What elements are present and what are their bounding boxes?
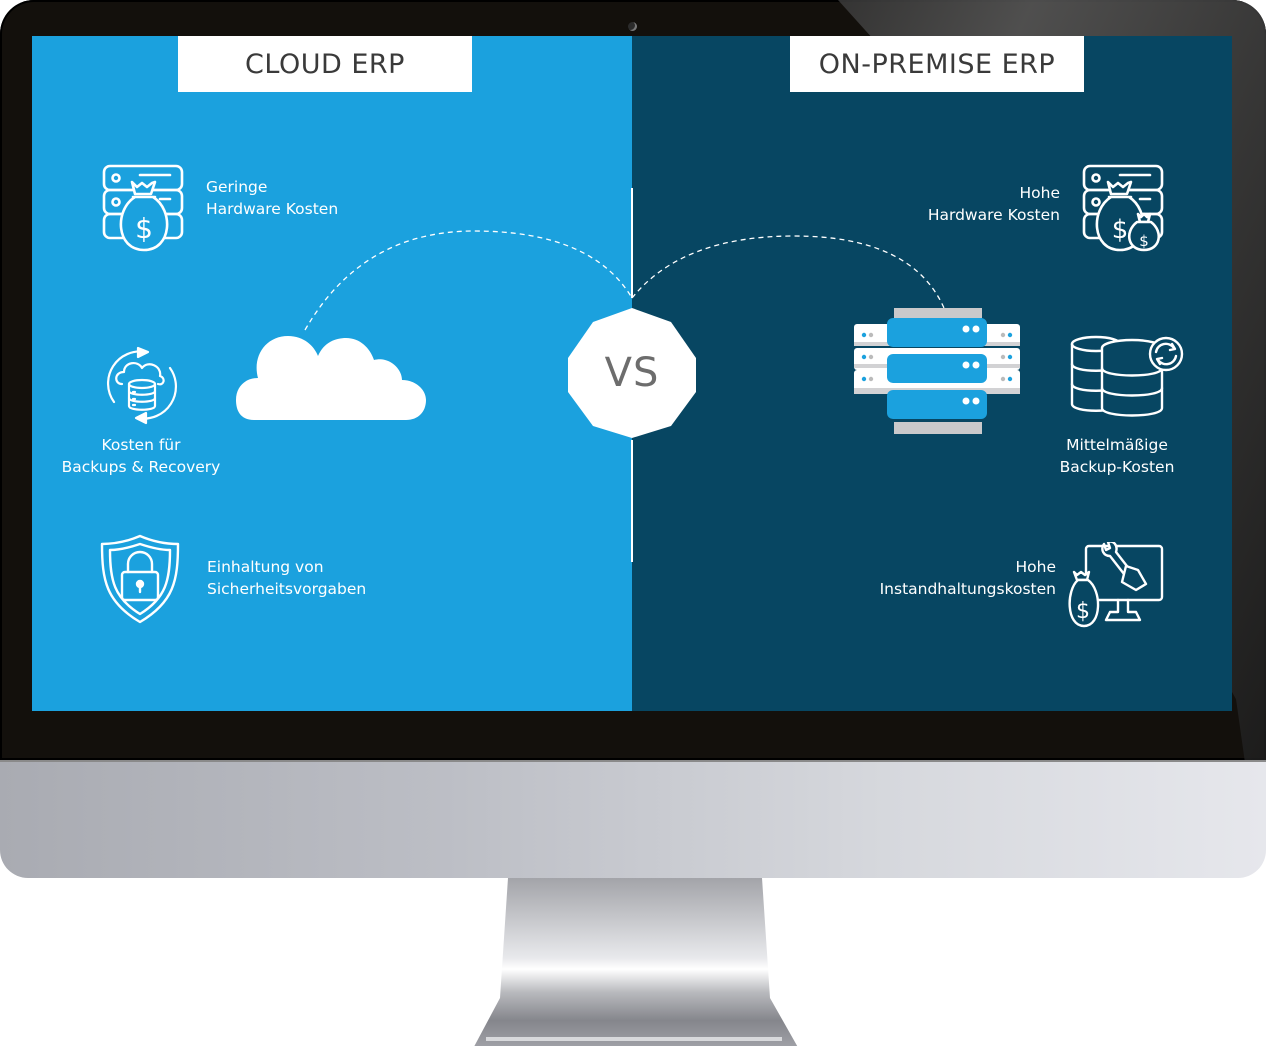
- cloud-item-security: Einhaltung von Sicherheitsvorgaben: [207, 556, 366, 600]
- vs-label: VS: [604, 350, 660, 396]
- vs-badge: [568, 308, 696, 438]
- cloud-arc: [304, 230, 633, 331]
- cloud-item-backup-line1: Kosten für: [101, 436, 181, 454]
- premise-item-backup-line1: Mittelmäßige: [1066, 436, 1168, 454]
- server-arc: [631, 235, 945, 309]
- svg-text:$: $: [1139, 232, 1149, 250]
- monitor-screen: CLOUD ERP ON-PREMISE ERP $ Geringe Hardw…: [32, 36, 1232, 711]
- premise-item-backup: Mittelmäßige Backup-Kosten: [1034, 434, 1200, 478]
- on-premise-erp-title: ON-PREMISE ERP: [790, 36, 1084, 92]
- server-rack-icon: [854, 308, 1020, 434]
- cloud-erp-title-text: CLOUD ERP: [245, 48, 405, 80]
- svg-text:$: $: [1076, 599, 1090, 624]
- divider-top: [631, 188, 633, 298]
- monitor-chin: [0, 760, 1266, 878]
- divider-bottom: [631, 440, 633, 562]
- cloud-database-sync-icon: [107, 346, 177, 425]
- on-premise-erp-title-text: ON-PREMISE ERP: [818, 48, 1056, 80]
- svg-text:$: $: [1112, 215, 1129, 245]
- cloud-item-security-line1: Einhaltung von: [207, 558, 324, 576]
- cloud-item-backup-line2: Backups & Recovery: [61, 458, 221, 476]
- database-sync-icon: [1070, 335, 1184, 417]
- premise-item-backup-line2: Backup-Kosten: [1059, 458, 1175, 476]
- premise-item-maintenance: Hohe Instandhaltungskosten: [832, 556, 1056, 600]
- monitor-stand: [474, 878, 798, 1046]
- cloud-icon: [236, 336, 426, 420]
- shield-lock-icon: [100, 534, 180, 624]
- premise-item-hardware: Hohe Hardware Kosten: [860, 182, 1060, 226]
- premise-item-maintenance-line1: Hohe: [1015, 558, 1057, 576]
- camera-icon: [628, 22, 637, 31]
- premise-item-maintenance-line2: Instandhaltungskosten: [879, 580, 1056, 598]
- svg-text:$: $: [135, 212, 153, 245]
- cloud-item-hardware-line1: Geringe: [206, 178, 268, 196]
- server-money-bag-icon: $: [102, 164, 184, 252]
- premise-item-hardware-line2: Hardware Kosten: [927, 206, 1060, 224]
- server-money-bags-icon: $ $: [1082, 164, 1164, 252]
- cloud-item-hardware: Geringe Hardware Kosten: [206, 176, 338, 220]
- maintenance-money-icon: $: [1068, 542, 1164, 628]
- cloud-item-hardware-line2: Hardware Kosten: [206, 200, 339, 218]
- premise-item-hardware-line1: Hohe: [1019, 184, 1061, 202]
- cloud-item-backup: Kosten für Backups & Recovery: [48, 434, 234, 478]
- cloud-item-security-line2: Sicherheitsvorgaben: [207, 580, 367, 598]
- connector-arcs: [304, 230, 945, 331]
- cloud-erp-title: CLOUD ERP: [178, 36, 472, 92]
